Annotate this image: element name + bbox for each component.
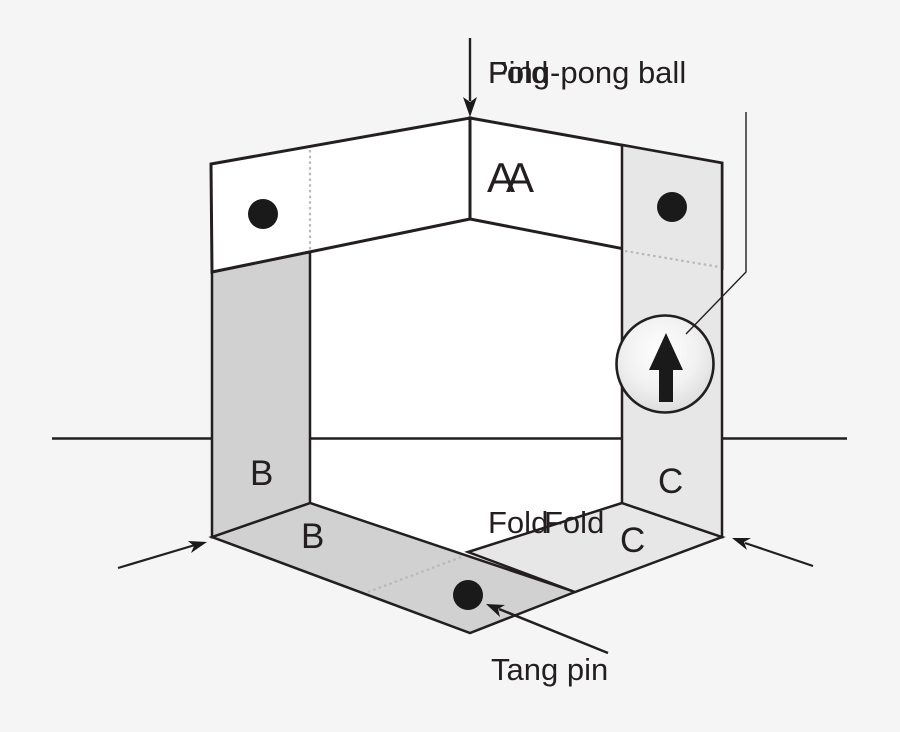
- tang-pin-label: Tang pin: [491, 652, 609, 687]
- flap-c-label: C: [620, 521, 646, 560]
- strip-b: [210, 250, 312, 539]
- strip-c-label: C: [658, 462, 684, 501]
- pointer-arrow-left-icon: [117, 541, 207, 570]
- strip-b-label: B: [250, 454, 274, 493]
- down-arrow-icon: [463, 38, 477, 117]
- box-interior: [310, 219, 622, 554]
- panel-aa-label: AA: [487, 154, 534, 201]
- flap-b-label: B: [301, 517, 325, 556]
- up-arrow-icon: [649, 333, 683, 402]
- ping-pong-ball-label: Ping-pong ball: [488, 55, 687, 90]
- fold-label-top: Fold: [488, 55, 549, 90]
- panel-left-dot: [248, 199, 278, 229]
- fold-label-bottom-2: Fold: [544, 505, 605, 540]
- ball-leader-line: [685, 112, 747, 335]
- fold-label-bottom-1: Fold: [488, 505, 549, 540]
- strip-c-dot: [657, 192, 687, 222]
- pointer-arrow-right-icon: [732, 538, 814, 568]
- strip-c-dotted-fold-line: [624, 249, 720, 269]
- tang-pin-arrow-icon: [486, 604, 609, 655]
- tang-pin-dot: [453, 580, 483, 610]
